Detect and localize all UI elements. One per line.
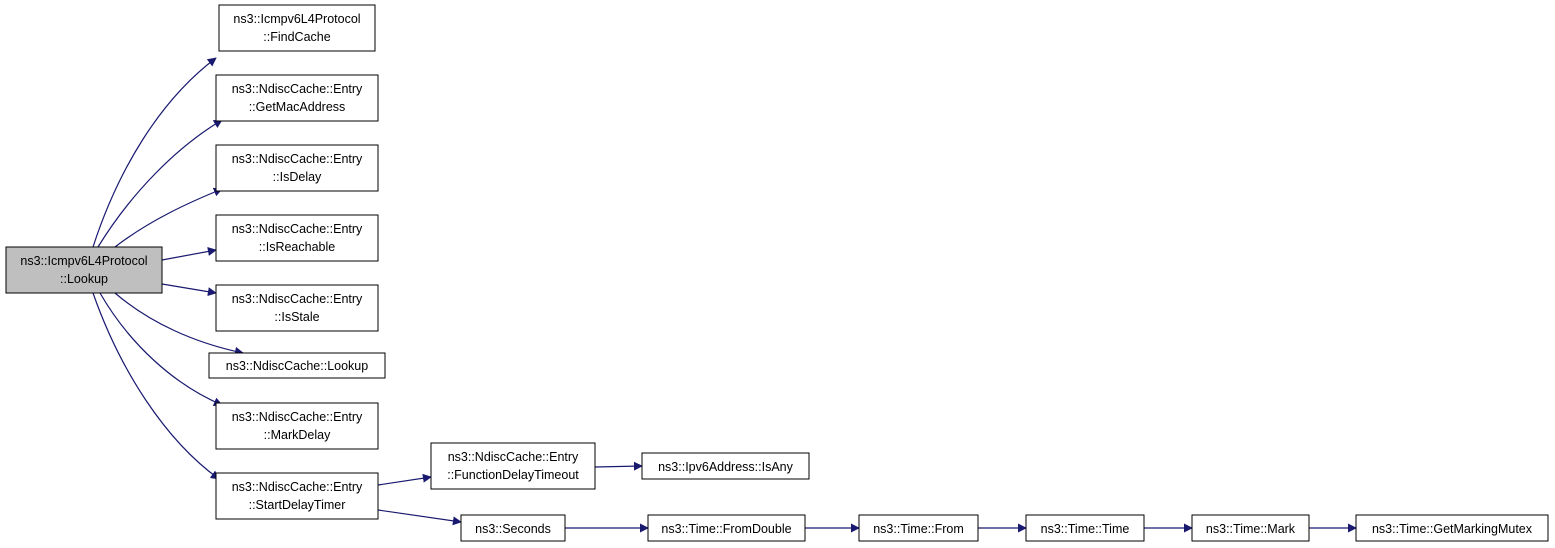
node-label-line-1: ns3::NdiscCache::Entry — [448, 450, 579, 464]
edge-root-to-mark-delay — [99, 292, 223, 406]
node-label-line-2: ::MarkDelay — [264, 428, 331, 442]
node-label-line-1: ns3::NdiscCache::Entry — [232, 480, 363, 494]
node-ndisccache-entry-isstale[interactable]: ns3::NdiscCache::Entry ::IsStale — [215, 284, 379, 332]
node-time-fromdouble[interactable]: ns3::Time::FromDouble — [647, 514, 806, 542]
node-ndisccache-entry-markdelay[interactable]: ns3::NdiscCache::Entry ::MarkDelay — [215, 402, 379, 450]
nodes: ns3::Icmpv6L4Protocol ::Lookup ns3::Icmp… — [5, 4, 1549, 542]
node-label-line-2: ::FunctionDelayTimeout — [447, 468, 579, 482]
node-icmpv6l4protocol-lookup[interactable]: ns3::Icmpv6L4Protocol ::Lookup — [5, 246, 163, 294]
node-time-from[interactable]: ns3::Time::From — [858, 514, 979, 542]
node-label-line-2: ::StartDelayTimer — [249, 498, 346, 512]
node-label-line-2: ::GetMacAddress — [249, 100, 346, 114]
node-ndisccache-entry-getmacaddress[interactable]: ns3::NdiscCache::Entry ::GetMacAddress — [215, 74, 379, 122]
edges — [92, 57, 1357, 533]
node-label-line-1: ns3::NdiscCache::Entry — [232, 222, 363, 236]
node-label-line-2: ::IsReachable — [259, 240, 335, 254]
node-time-time[interactable]: ns3::Time::Time — [1025, 514, 1145, 542]
edge-start-delay-timer-to-function-delay-timeout — [377, 473, 432, 486]
node-label-line-1: ns3::NdiscCache::Entry — [232, 82, 363, 96]
edge-root-to-find-cache — [92, 57, 217, 248]
node-label-line-1: ns3::Icmpv6L4Protocol — [233, 12, 360, 26]
node-label-line-2: ::IsStale — [274, 310, 319, 324]
node-label-line-2: ::Lookup — [60, 272, 108, 286]
node-time-mark[interactable]: ns3::Time::Mark — [1191, 514, 1310, 542]
node-label-line-1: ns3::Time::FromDouble — [661, 522, 791, 536]
node-ndisccache-entry-functiondelaytimeout[interactable]: ns3::NdiscCache::Entry ::FunctionDelayTi… — [430, 442, 596, 490]
edge-function-delay-timeout-to-is-any — [594, 461, 643, 471]
node-ndisccache-lookup[interactable]: ns3::NdiscCache::Lookup — [208, 352, 386, 379]
node-label-line-1: ns3::Seconds — [475, 522, 551, 536]
node-time-getmarkingmutex[interactable]: ns3::Time::GetMarkingMutex — [1355, 514, 1549, 542]
edge-start-delay-timer-to-seconds — [377, 509, 462, 526]
edge-root-to-start-delay-timer — [92, 292, 220, 480]
edge-root-to-is-delay — [114, 187, 223, 248]
node-label-line-1: ns3::NdiscCache::Entry — [232, 292, 363, 306]
node-label-line-1: ns3::Time::Mark — [1206, 522, 1296, 536]
node-label-line-1: ns3::Time::Time — [1041, 522, 1130, 536]
node-ndisccache-entry-startdelaytimer[interactable]: ns3::NdiscCache::Entry ::StartDelayTimer — [215, 472, 379, 520]
node-label-line-1: ns3::NdiscCache::Entry — [232, 410, 363, 424]
edge-root-to-is-reachable — [161, 247, 217, 261]
node-label-line-2: ::FindCache — [263, 30, 330, 44]
node-label-line-1: ns3::NdiscCache::Entry — [232, 152, 363, 166]
node-seconds[interactable]: ns3::Seconds — [460, 514, 566, 542]
node-label-line-1: ns3::Time::GetMarkingMutex — [1372, 522, 1533, 536]
node-label-line-2: ::IsDelay — [273, 170, 322, 184]
node-ndisccache-entry-isdelay[interactable]: ns3::NdiscCache::Entry ::IsDelay — [215, 144, 379, 192]
edge-root-to-get-mac-address — [97, 119, 223, 248]
edge-root-to-is-stale — [161, 283, 217, 297]
edge-root-to-ndisc-lookup — [114, 292, 244, 356]
node-icmpv6l4protocol-findcache[interactable]: ns3::Icmpv6L4Protocol ::FindCache — [218, 4, 376, 52]
node-ndisccache-entry-isreachable[interactable]: ns3::NdiscCache::Entry ::IsReachable — [215, 214, 379, 262]
node-ipv6address-isany[interactable]: ns3::Ipv6Address::IsAny — [641, 452, 810, 480]
node-label-line-1: ns3::NdiscCache::Lookup — [226, 359, 368, 373]
node-label-line-1: ns3::Icmpv6L4Protocol — [20, 254, 147, 268]
node-label-line-1: ns3::Ipv6Address::IsAny — [658, 460, 794, 474]
node-label-line-1: ns3::Time::From — [873, 522, 964, 536]
